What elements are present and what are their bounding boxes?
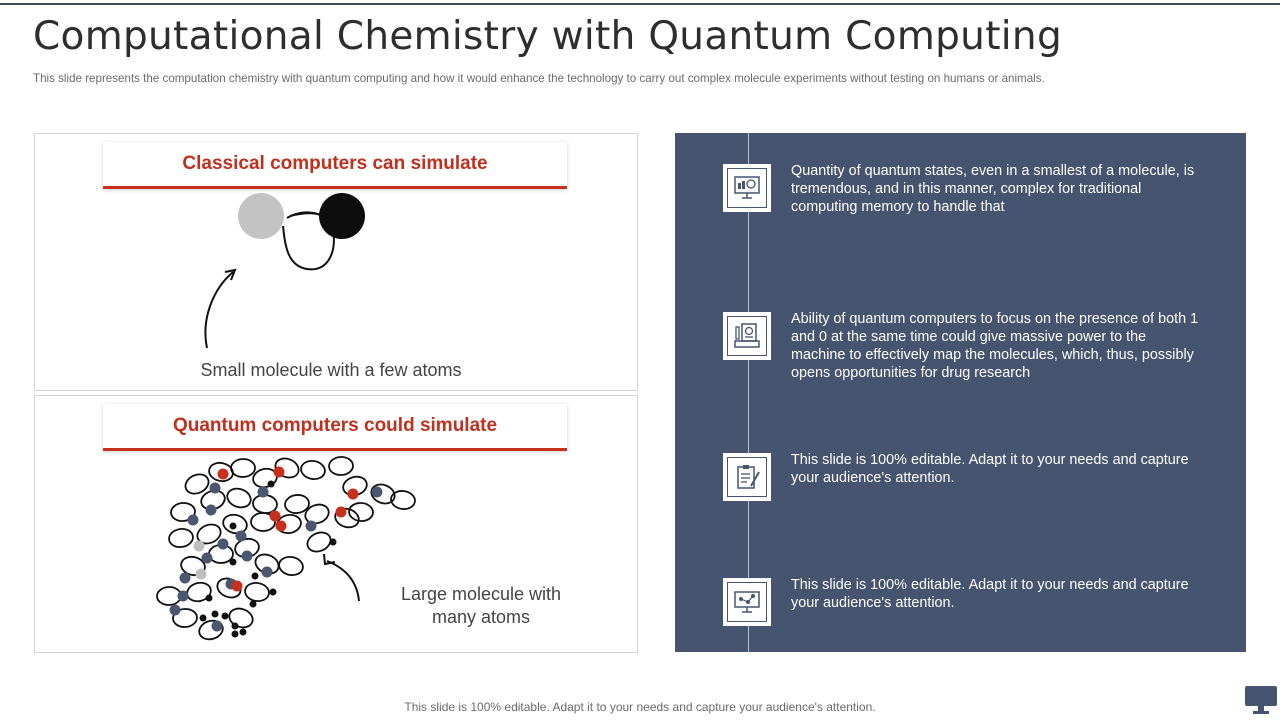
- atom-dot: [269, 510, 281, 522]
- atom-dot: [205, 594, 213, 602]
- atom-dot: [305, 520, 317, 532]
- classical-panel: Classical computers can simulate Small m…: [34, 133, 638, 391]
- bond-ring: [230, 458, 256, 478]
- info-item-text: This slide is 100% editable. Adapt it to…: [791, 452, 1189, 486]
- info-item-text: Quantity of quantum states, even in a sm…: [791, 163, 1195, 215]
- bond-ring: [208, 461, 234, 483]
- atom-dot: [249, 600, 257, 608]
- bond-ring: [226, 487, 252, 509]
- atom-dot: [177, 590, 189, 602]
- arrow-curve: [326, 560, 360, 602]
- atom-dot: [205, 504, 217, 516]
- atom-dot: [217, 468, 229, 480]
- atom-dot: [201, 552, 213, 564]
- atom-dot: [267, 480, 275, 488]
- bond-ring: [222, 513, 248, 535]
- atom-dot: [221, 612, 229, 620]
- bond-ring: [274, 457, 300, 479]
- info-panel: Quantity of quantum states, even in a sm…: [675, 133, 1246, 652]
- atom-dot: [209, 482, 221, 494]
- quantum-caption: Large molecule with many atoms: [400, 584, 562, 627]
- bond-ring: [198, 619, 224, 641]
- atom-dot: [235, 530, 247, 542]
- info-item-text: This slide is 100% editable. Adapt it to…: [791, 577, 1189, 611]
- atom-dot: [231, 580, 243, 592]
- atom-dot: [371, 486, 383, 498]
- atom-dot: [329, 538, 337, 546]
- atom-dot: [217, 538, 229, 550]
- bond-ring: [328, 456, 354, 476]
- atom-dot: [229, 558, 237, 566]
- bond-ring: [184, 473, 210, 495]
- atom-dot: [211, 610, 219, 618]
- info-item-text: Ability of quantum computers to focus on…: [791, 311, 1199, 381]
- atom-dot: [231, 622, 239, 630]
- atom-dot: [199, 614, 207, 622]
- bond-ring: [250, 512, 276, 532]
- small-molecule-illustration: [204, 193, 365, 349]
- monitor-dashboard-icon: [727, 168, 767, 208]
- atom-dot: [269, 588, 277, 596]
- bond-ring: [390, 490, 416, 510]
- atom-dot: [187, 514, 199, 526]
- atom-grey: [238, 193, 284, 239]
- bond-ring: [278, 555, 304, 577]
- atom-dot: [273, 466, 285, 478]
- atom-dot: [239, 628, 247, 636]
- classical-caption: Small molecule with a few atoms: [200, 360, 462, 380]
- clipboard-checklist-icon: [727, 457, 767, 497]
- quantum-panel: Quantum computers could simulate Large m…: [34, 395, 638, 653]
- bond-ring: [284, 494, 310, 514]
- quantum-heading: Quantum computers could simulate: [103, 404, 567, 451]
- atom-dot: [229, 522, 237, 530]
- atom-dot: [179, 572, 191, 584]
- bond-ring: [304, 503, 330, 525]
- bond-ring: [348, 502, 374, 522]
- atom-dot: [257, 486, 269, 498]
- network-monitor-icon: [727, 582, 767, 622]
- bond-ring: [170, 502, 196, 522]
- atom-dot: [195, 568, 207, 580]
- bond-ring: [196, 523, 222, 545]
- top-rule: [0, 3, 1280, 5]
- atom-dot: [231, 630, 239, 638]
- classical-heading: Classical computers can simulate: [103, 142, 567, 189]
- atom-dot: [241, 550, 253, 562]
- bond-ring: [172, 608, 198, 628]
- atom-dot: [335, 506, 347, 518]
- atom-black: [319, 193, 365, 239]
- timeline-line: [748, 133, 749, 652]
- atom-dot: [261, 566, 273, 578]
- bond-ring: [180, 555, 206, 577]
- bond-ring: [168, 528, 194, 548]
- arrow-head: [224, 268, 237, 281]
- large-molecule-illustration: [156, 456, 416, 641]
- monitor-icon: [1245, 686, 1277, 714]
- bond-ring: [300, 459, 326, 481]
- page-title: Computational Chemistry with Quantum Com…: [33, 14, 1062, 59]
- bond-ring: [228, 607, 254, 629]
- page-subtitle: This slide represents the computation ch…: [33, 72, 1045, 85]
- bond-line: [286, 211, 324, 219]
- atom-dot: [275, 520, 287, 532]
- arrow-curve: [204, 271, 234, 349]
- atom-dot: [347, 488, 359, 500]
- atom-dot: [211, 620, 223, 632]
- atom-dot: [169, 604, 181, 616]
- arrow-head: [323, 553, 336, 566]
- bond-ring: [370, 483, 396, 505]
- footer-note: This slide is 100% editable. Adapt it to…: [404, 700, 876, 714]
- bond-ring: [244, 582, 270, 602]
- atom-dot: [251, 572, 259, 580]
- quantum-machine-icon: [727, 316, 767, 356]
- bond-ring: [306, 531, 332, 553]
- atom-dot: [193, 540, 205, 552]
